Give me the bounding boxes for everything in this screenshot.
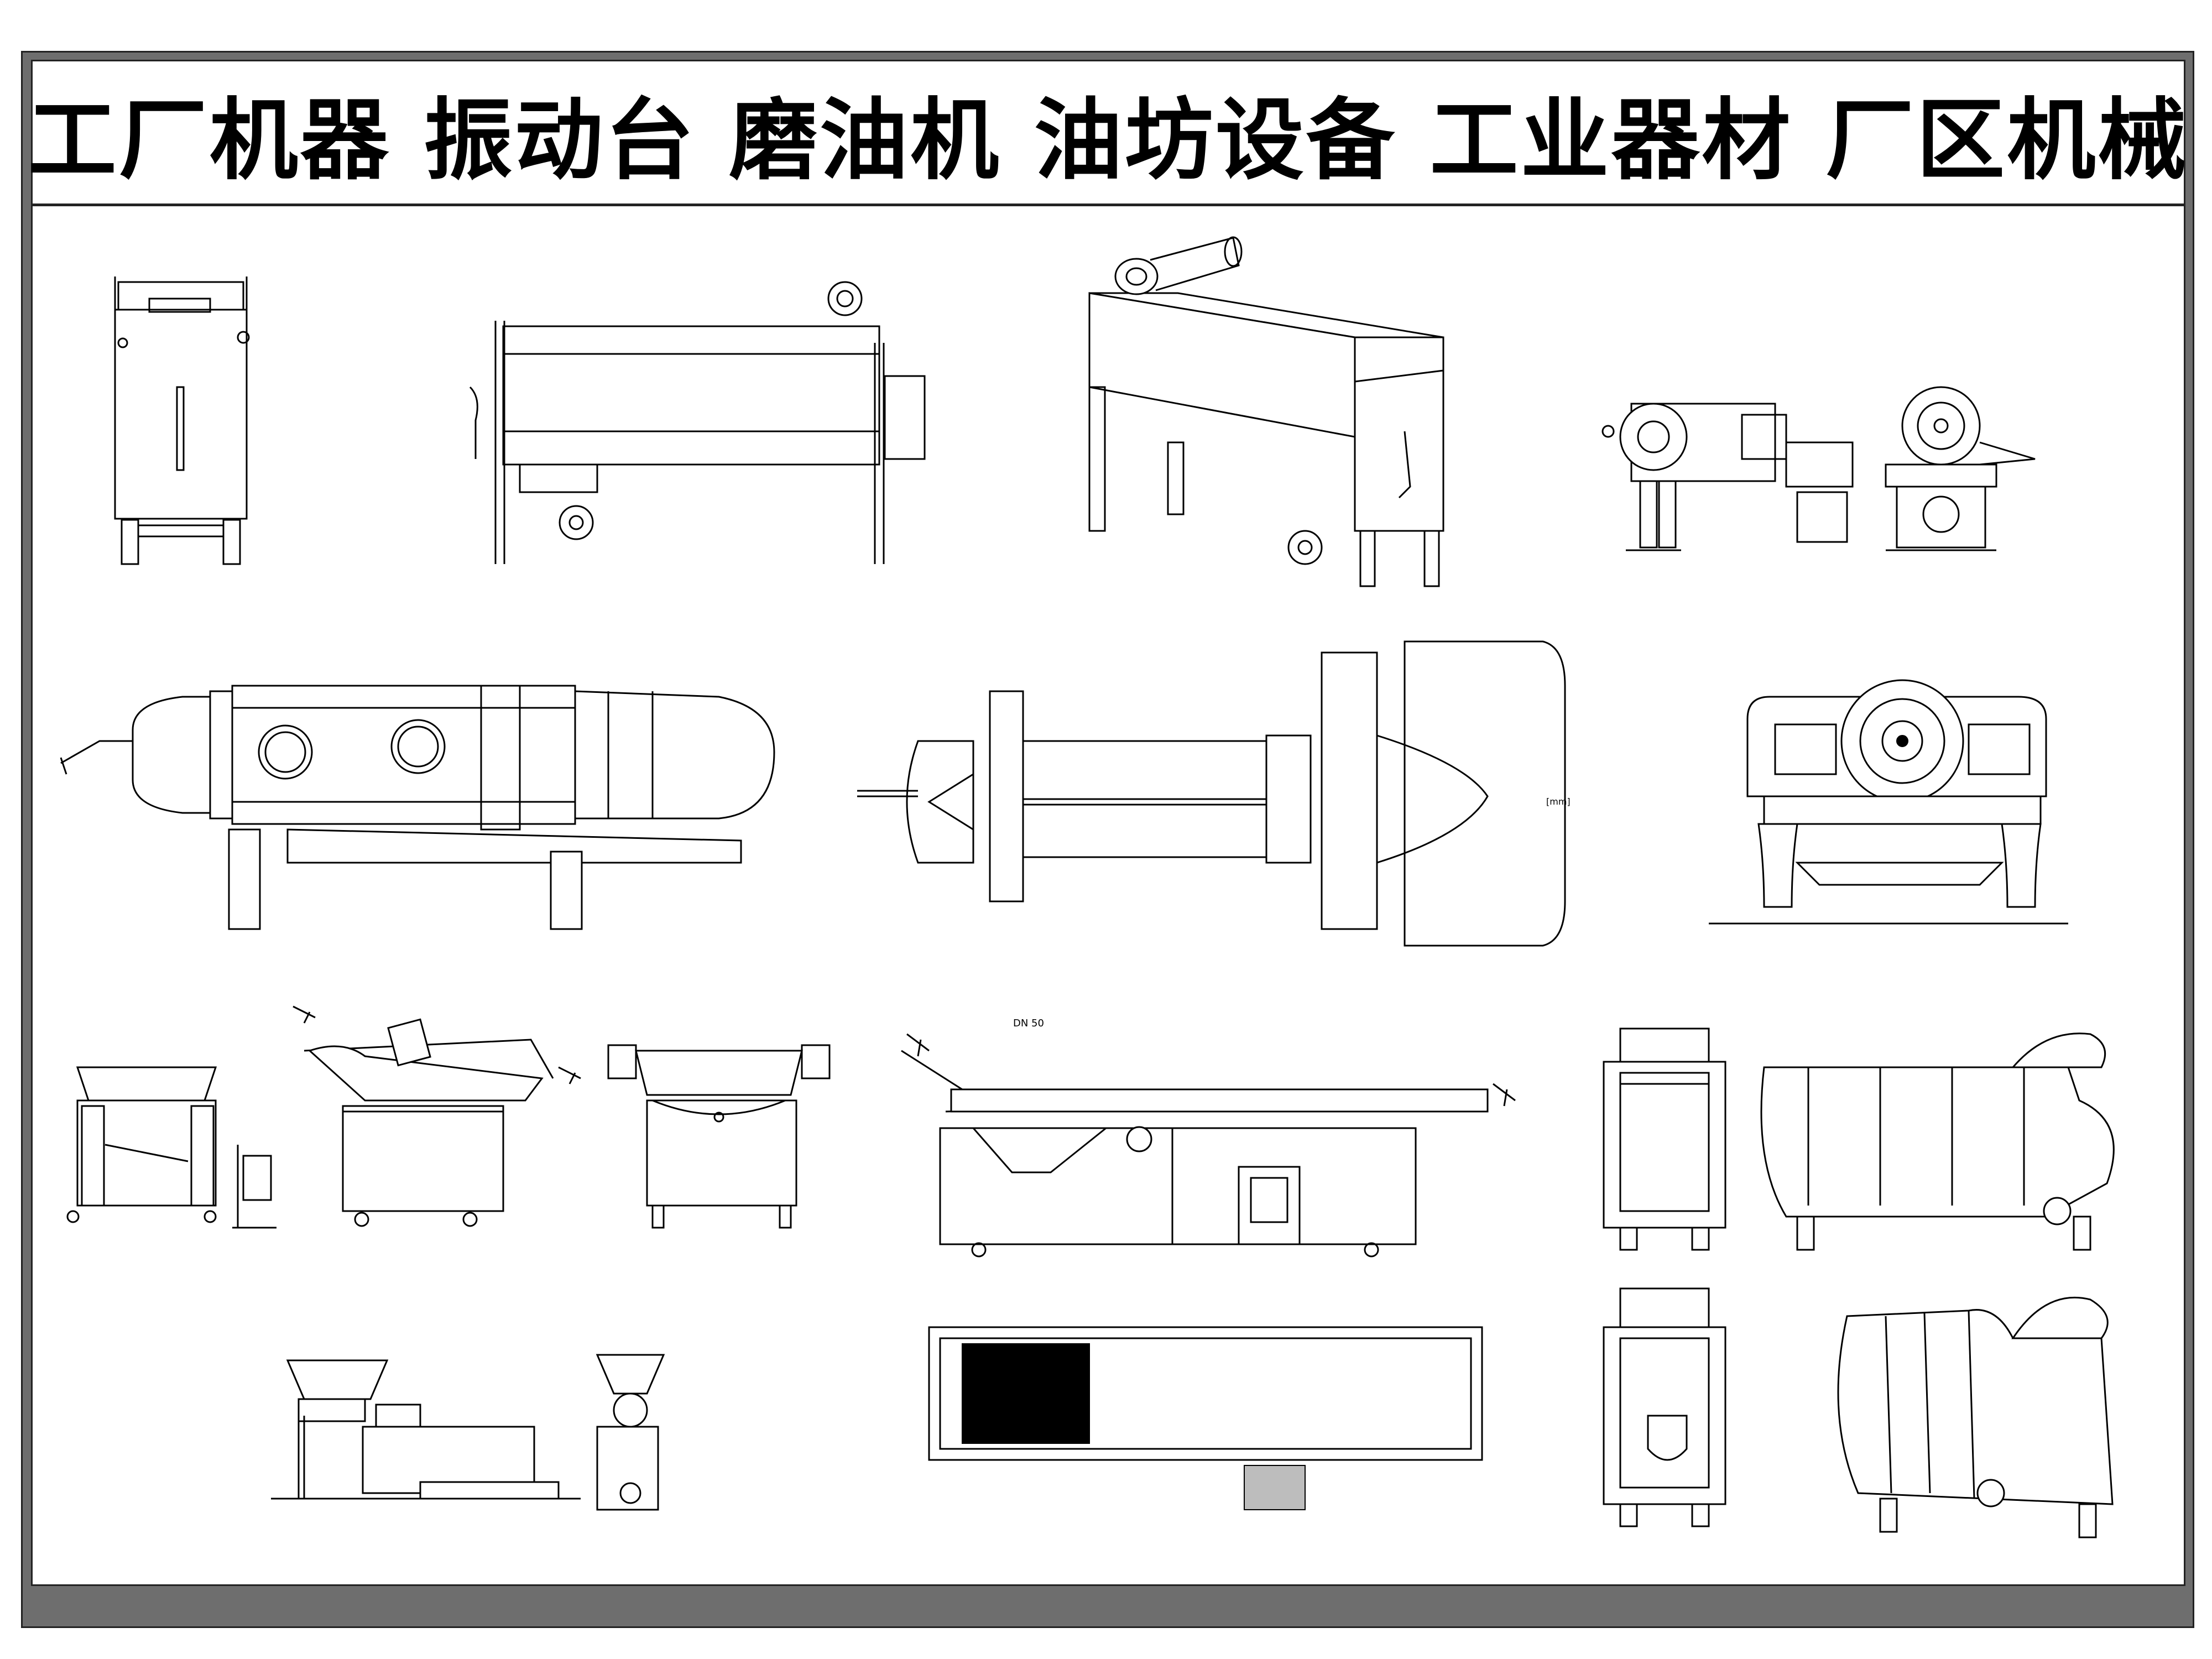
grinder-tank-perspective: [1837, 1296, 2114, 1538]
machine-side-view-trough: [469, 281, 926, 564]
extruder-line: [271, 1354, 665, 1511]
grinder-tank-side: [1760, 1032, 2115, 1251]
vibrating-screen-end: [607, 1044, 831, 1229]
page-title: 工厂机器 振动台 磨油机 油坊设备 工业器材 厂区机械: [28, 88, 2189, 192]
title-bar: 工厂机器 振动台 磨油机 油坊设备 工业器材 厂区机械: [28, 61, 2186, 206]
machine-centrifuge-end: [1885, 386, 2036, 551]
vibrating-conveyor-inclined: [293, 1005, 581, 1227]
machine-perspective-trough: [1088, 236, 1444, 587]
belt-conveyor-top: [928, 1326, 1483, 1510]
grinder-cabinet-outlet: [1603, 1287, 1726, 1527]
machine-decanter-side: [60, 685, 775, 930]
machine-centrifuge-side: [1601, 403, 1854, 551]
machine-decanter-end: [1709, 679, 2068, 925]
machine-front-view-cabinet: [114, 276, 250, 565]
vibrating-conveyor-long: [901, 1033, 1516, 1258]
machine-decanter-top: [857, 640, 1566, 947]
unit-label: [mm]: [1546, 796, 1571, 807]
vibrating-table-small: [66, 1066, 276, 1229]
pipe-size-label: DN 50: [1013, 1018, 1044, 1029]
grinder-cabinet-front: [1603, 1027, 1726, 1251]
